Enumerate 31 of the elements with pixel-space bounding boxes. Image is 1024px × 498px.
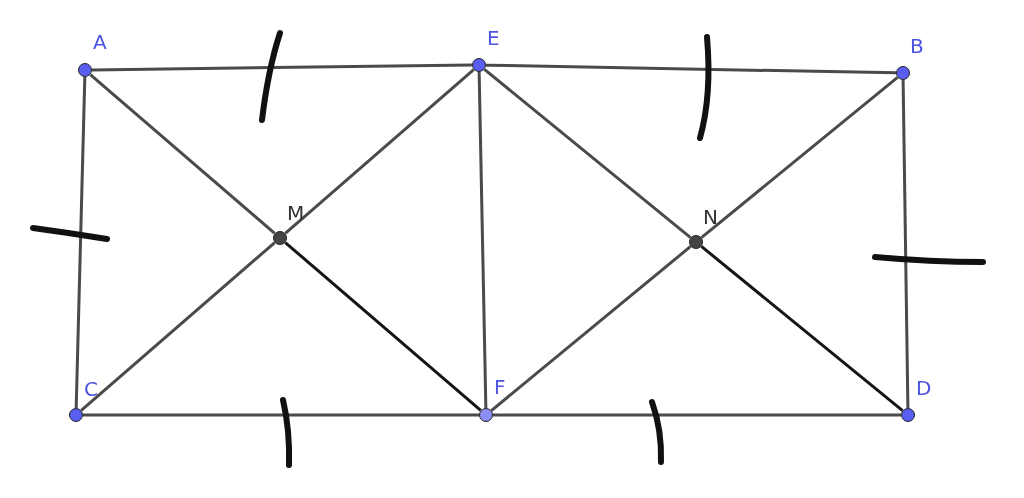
point (689, 235, 703, 249)
point-label: A (93, 32, 107, 52)
point (472, 58, 486, 72)
line-segment (83, 413, 479, 417)
line-segment (284, 68, 475, 235)
line-segment (477, 71, 488, 409)
point (78, 63, 92, 77)
point-label: N (703, 207, 718, 227)
point-label: C (84, 379, 98, 399)
line-segment (901, 79, 910, 409)
line-segment (80, 241, 276, 412)
line-segment (490, 245, 692, 412)
line-segment (700, 76, 899, 239)
point-label: E (487, 28, 500, 48)
line-segment (483, 68, 692, 239)
line-segment (92, 63, 472, 72)
point (901, 408, 915, 422)
line-segment (700, 245, 904, 412)
point (896, 66, 910, 80)
point-label: M (287, 203, 305, 223)
line-segment (485, 63, 897, 75)
point-label: D (916, 378, 932, 398)
point (69, 408, 83, 422)
line-segment (89, 73, 276, 235)
point (479, 408, 493, 422)
point-label: B (910, 36, 924, 56)
point-label: F (494, 377, 506, 397)
point (273, 231, 287, 245)
line-segment (284, 241, 482, 412)
line-segment (74, 76, 87, 409)
line-segment (493, 413, 901, 417)
